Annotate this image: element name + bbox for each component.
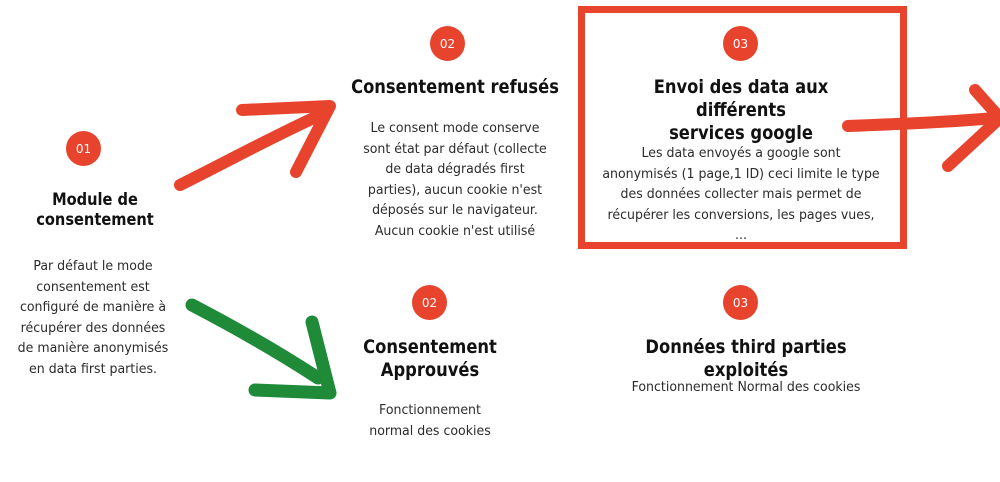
step-text-module: Par défaut le mode consentement est conf… <box>17 258 169 377</box>
step-title-sent-line2: services google <box>669 121 813 144</box>
step-title-approved-line1: Consentement <box>363 336 497 358</box>
step-number-badge-approved: 02 <box>412 285 447 320</box>
step-text-third: Fonctionnement Normal des cookies <box>631 379 861 395</box>
step-number-badge-third: 03 <box>723 285 758 320</box>
step-title-module-line2: consentement <box>36 210 154 231</box>
step-title-refused: Consentement refusés <box>351 76 559 98</box>
highlight-box <box>578 6 907 249</box>
step-title-approved-line2: Approuvés <box>380 358 480 381</box>
step-title-sent-line1: Envoi des data aux différents <box>653 76 829 121</box>
step-text-refused: Le consent mode conserve sont état par d… <box>363 120 547 239</box>
step-title-module: Module de consentement <box>22 190 168 231</box>
step-title-sent: Envoi des data aux différents services g… <box>607 76 875 144</box>
green-arrow-to-approved <box>185 298 337 400</box>
step-title-third: Données third parties exploités <box>645 336 847 381</box>
step-text-approved: Fonctionnement normal des cookies <box>369 402 491 439</box>
step-number-badge-module: 01 <box>66 131 101 166</box>
step-title-module-line1: Module de <box>52 190 138 210</box>
step-number-badge-sent: 03 <box>723 26 758 61</box>
step-title-approved: Consentement Approuvés <box>344 336 516 382</box>
step-text-sent: Les data envoyés a google sont anonymisé… <box>602 145 880 243</box>
red-arrow-exit <box>842 84 1000 172</box>
step-number-badge-refused: 02 <box>430 26 465 61</box>
red-arrow-to-refused <box>174 100 336 191</box>
